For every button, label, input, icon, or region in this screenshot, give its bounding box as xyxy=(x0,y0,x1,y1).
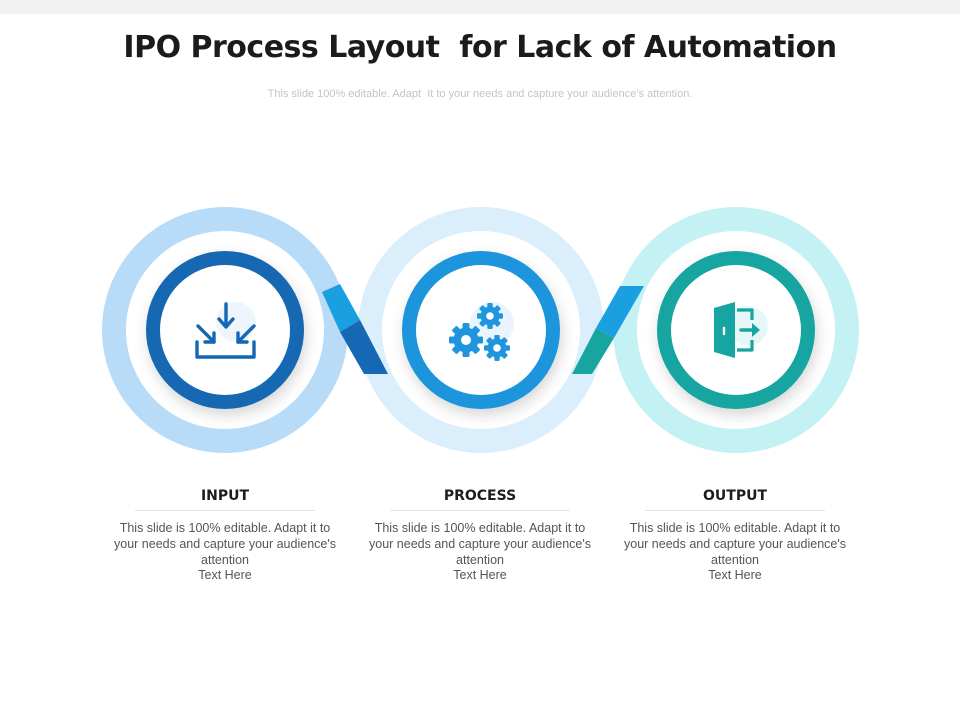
stage-output-desc: This slide is 100% editable. Adapt it to… xyxy=(624,521,846,567)
stage-input: INPUT This slide is 100% editable. Adapt… xyxy=(110,486,340,584)
top-strip xyxy=(0,0,960,14)
gear-large-icon xyxy=(449,323,483,357)
connector-input-process-light xyxy=(322,284,360,332)
stage-process-divider xyxy=(390,510,570,511)
stage-output: OUTPUT This slide is 100% editable. Adap… xyxy=(620,486,850,584)
page-subtitle: This slide 100% editable. Adapt It to yo… xyxy=(267,88,693,100)
page-title: IPO Process Layout for Lack of Automatio… xyxy=(123,30,837,65)
stage-input-divider xyxy=(135,510,315,511)
stage-process-label: PROCESS xyxy=(443,488,517,504)
stage-process: PROCESS This slide is 100% editable. Ada… xyxy=(365,486,595,584)
output-icon-backdrop xyxy=(728,306,768,346)
stage-process-extra: Text Here xyxy=(453,568,507,583)
stage-output-divider xyxy=(645,510,825,511)
connector-process-output-light xyxy=(596,286,644,338)
connector-input-process-dark xyxy=(340,320,388,374)
exit-door-icon xyxy=(714,302,760,358)
stage-input-extra: Text Here xyxy=(198,568,252,583)
stage-output-extra: Text Here xyxy=(708,568,762,583)
stage-input-label: INPUT xyxy=(200,488,250,504)
stage-process-desc: This slide is 100% editable. Adapt it to… xyxy=(369,521,591,567)
stage-output-label: OUTPUT xyxy=(703,488,767,504)
inbox-arrows-icon xyxy=(195,302,256,359)
gear-top-icon xyxy=(477,303,503,329)
stage-input-desc: This slide is 100% editable. Adapt it to… xyxy=(114,521,336,567)
gears-icon xyxy=(449,303,510,361)
connector-process-output-teal xyxy=(572,328,614,374)
gear-bottom-icon xyxy=(484,335,510,361)
